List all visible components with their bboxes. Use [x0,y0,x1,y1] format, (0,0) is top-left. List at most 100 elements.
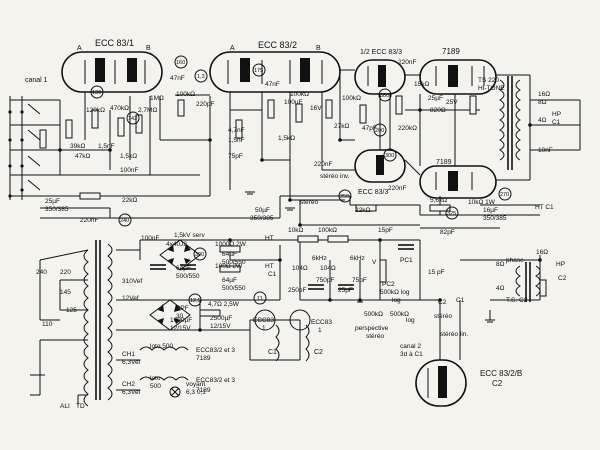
label-ts220: TS 220 [478,77,499,84]
label-hitone: HI-TONE [478,85,505,92]
label-r39k: 39kΩ [70,143,85,150]
tube-ecc83-1 [61,51,163,93]
tube-ecc83-3-label: 1/2 ECC 83/3 [360,49,402,56]
label-voyant: voyant [186,381,205,388]
label-c2-big: C2 [314,349,323,356]
label-r500k-log: log [392,297,401,304]
label-c2-lbl: C2 [438,299,447,306]
label-r100k-c: 100kΩ [290,91,309,98]
voyant-lamp [169,386,181,398]
tube-ecc83-2b-sub: C2 [492,379,503,388]
tube-ecc83-1-pin-a: A [77,45,82,52]
tube-ecc83-2b-label: ECC 83/2/B [480,369,522,378]
label-hp-right-c: C1 [552,119,561,126]
label-r1000w: 1000Ω 2W [215,241,247,248]
label-c25uf-v: 25V [446,99,458,106]
label-r220k: 220kΩ [398,125,417,132]
label-r500k2: 500kΩ log [380,289,410,296]
label-r500k: 500kΩ [364,311,383,318]
label-tube-small-a: ECC83 [253,317,274,324]
label-hp-right: HP [552,111,561,118]
label-c50u-v: 350/385 [250,215,274,222]
label-ecc-note1: ECC83/2 et 3 [196,347,235,354]
junction-dots [58,108,542,332]
tube-ecc83-2-pin-a: A [230,45,235,52]
label-r5-6k: 5,6kΩ [430,197,447,204]
label-c64c-v: 500/550 [222,285,246,292]
output-transformer-coil-2 [515,79,521,161]
label-phase: phase [506,257,524,264]
label-r470k: 470kΩ [110,105,129,112]
label-stereo-lin: stéréo lin. [440,331,468,338]
label-bpf30: 30 [176,313,184,320]
label-c16u-v: 350/385 [483,215,507,222]
tube-ecc83-2-plate-b [300,58,310,82]
label-canal1: canal 1 [25,77,48,84]
label-r8: 8Ω [538,99,547,106]
label-c1-big: C1 [268,349,277,356]
label-c2500: 2500µF [210,315,232,322]
label-v310: 310Vef [122,278,142,285]
bridge-rectifier-hv [159,239,201,271]
ground-symbols [245,191,495,323]
label-110: 110 [42,321,53,328]
label-c15p: 15pF [378,227,393,234]
label-stereo-inv: stéréo inv. [320,173,350,180]
label-hp: HP [556,261,565,268]
label-ecc-note2b: 7189 [196,387,211,394]
tube-small-ecc83-a [254,309,276,331]
label-ch1: CH1 [122,351,135,358]
label-r47k: 47kΩ [75,153,90,160]
label-r16: 16Ω [538,91,550,98]
label-v12: 12Vef [122,295,139,302]
tube-ecc83-2-label: ECC 83/2 [258,40,297,50]
label-c10nf: 10nF [538,147,553,154]
label-c25uf: 25µF [428,95,443,102]
label-c1000v: 12/15V [170,325,191,332]
node-240: 240 [120,218,129,224]
label-tube-small-a2: 1 [262,325,266,332]
label-bridge1b: 4x40J2 [166,241,187,248]
tube-7189-top-label: 7189 [442,47,460,56]
label-loto-lamp2: 500 [150,383,161,390]
label-c220pf: 220pF [196,101,214,108]
node-390: 390 [195,252,204,258]
label-240: 240 [36,269,47,276]
label-r500k3: 500kΩ [390,311,409,318]
tube-ecc83-1-label: ECC 83/1 [95,38,134,48]
label-canal2-sub: 3d à C1 [400,351,423,358]
label-tube-small-b: ECC83 [311,319,332,326]
label-r500k3-log: log [406,317,415,324]
label-f6khz2: 6kHz [350,255,365,262]
label-r15k: 15kΩ [414,81,429,88]
input-selector-switch [8,103,41,198]
label-c75p: 75pF [352,277,367,284]
label-pc2: PC2 [382,281,395,288]
node-380: 380 [380,93,389,99]
label-c1000: 1000µF [170,317,192,324]
label-ht-c1-out: HT C1 [535,204,554,211]
label-c82p: 82pF [440,229,455,236]
tube-7189-bottom-plate [448,171,458,191]
label-145: 145 [60,289,71,296]
label-c25p: 25pF [338,287,353,294]
label-r100w: 100Ω 2W [215,263,243,270]
transformer-primary-coil [83,249,89,407]
tube-small-ecc83-b [289,309,311,331]
label-c75pf: 75pF [228,153,243,160]
label-stereo: stéréo [300,199,318,206]
label-c64b: 64µF [222,251,237,258]
choke-ch2 [139,376,189,381]
output-transformer-c2 [515,265,521,297]
label-ch2-v: 6,3Vef [122,389,141,396]
node-325: 325 [447,211,456,217]
label-c25u-v: 350/385 [45,206,69,213]
label-stereo2: stéréo [366,333,384,340]
node-130: 130 [92,90,101,96]
label-c15p2: 15 pF [428,269,445,276]
node-12-5: 12,5 [190,298,201,304]
label-volume-v: V [372,259,377,266]
label-r100k-b: 100kΩ [176,91,195,98]
label-td: TD [76,403,85,410]
label-r1m: 1MΩ [150,95,164,102]
